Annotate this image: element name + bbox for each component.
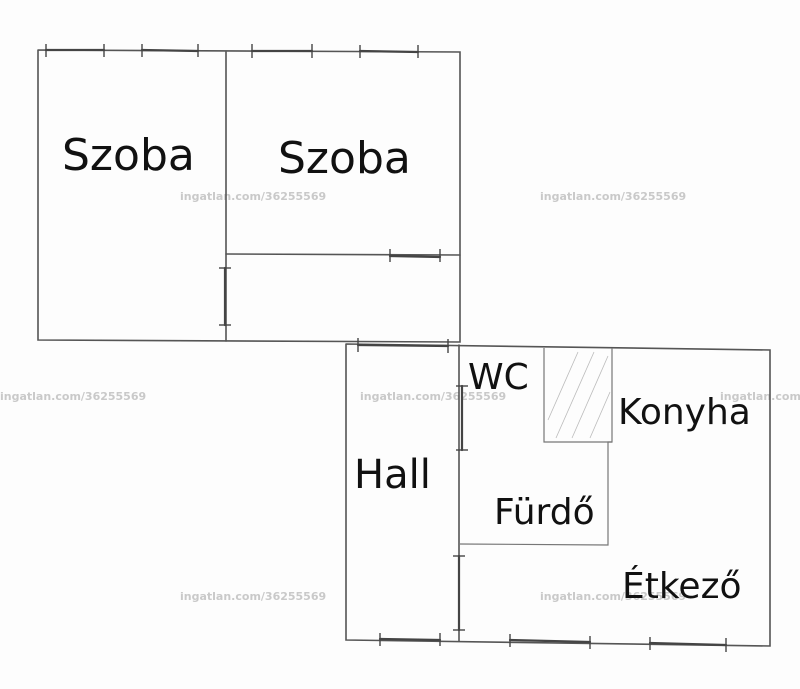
room-label-furdo: Fürdő bbox=[494, 492, 595, 533]
watermark: ingatlan.com/36255569 bbox=[0, 390, 146, 403]
room-label-hall: Hall bbox=[354, 452, 431, 498]
room-label-konyha: Konyha bbox=[618, 392, 751, 433]
watermark: ingatlan.com/36255569 bbox=[180, 190, 326, 203]
room-labels: Szoba Szoba WC Konyha Hall Fürdő Étkező bbox=[62, 130, 751, 607]
watermark: ingatlan.com/36255569 bbox=[540, 590, 686, 603]
watermark: ingatlan.com/36255569 bbox=[180, 590, 326, 603]
lower-openings bbox=[356, 338, 728, 652]
room-label-wc: WC bbox=[468, 357, 529, 398]
wc-wall bbox=[543, 348, 612, 443]
room-label-szoba-left: Szoba bbox=[62, 130, 195, 181]
watermarks: ingatlan.com/36255569 ingatlan.com/36255… bbox=[0, 190, 800, 603]
watermark: ingatlan.com/36255569 bbox=[360, 390, 506, 403]
upper-doors bbox=[219, 249, 442, 327]
lower-outline bbox=[345, 343, 771, 647]
hatched-shaft bbox=[547, 351, 611, 439]
upper-outline bbox=[37, 49, 461, 343]
room-label-etkezo: Étkező bbox=[622, 565, 742, 607]
upper-inner-wall bbox=[225, 253, 461, 256]
watermark: ingatlan.com/36255569 bbox=[720, 390, 800, 403]
watermark: ingatlan.com/36255569 bbox=[540, 190, 686, 203]
top-windows bbox=[44, 44, 420, 58]
room-label-szoba-right: Szoba bbox=[278, 133, 411, 184]
